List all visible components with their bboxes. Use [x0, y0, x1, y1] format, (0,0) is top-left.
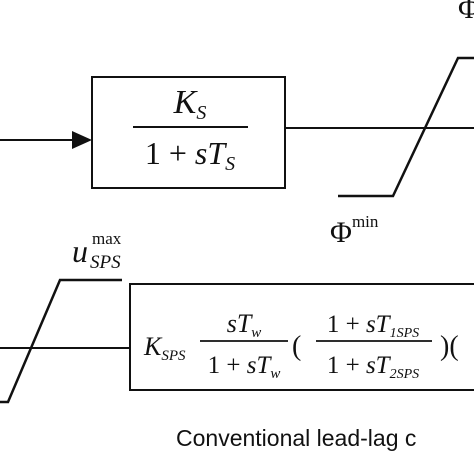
- phi-max-label: Φ: [458, 0, 474, 25]
- lead-lag-open-paren: (: [292, 331, 301, 362]
- washout-denominator: 1 + sTw: [208, 352, 281, 382]
- u-sps-max-sup: max: [92, 229, 122, 248]
- lead-lag-close-open-paren: )(: [440, 331, 459, 362]
- lead-lag-denominator: 1 + sT2SPS: [327, 352, 419, 382]
- phi-min-label: Φmin: [330, 212, 379, 249]
- ks-denominator: 1 + sTS: [145, 135, 235, 175]
- lead-lag-numerator: 1 + sT1SPS: [327, 311, 419, 341]
- phi-limiter-curve: [338, 56, 474, 198]
- ks-transfer-block: [91, 76, 286, 189]
- u-sps-limiter-curve: [0, 278, 122, 404]
- washout-numerator: sTw: [227, 309, 262, 341]
- k-sps-gain: KSPS: [143, 332, 186, 364]
- sps-transfer-block: [129, 283, 474, 391]
- ks-numerator: KS: [173, 84, 207, 124]
- caption-text: Conventional lead-lag c: [176, 425, 416, 451]
- input-arrowhead: [72, 131, 92, 149]
